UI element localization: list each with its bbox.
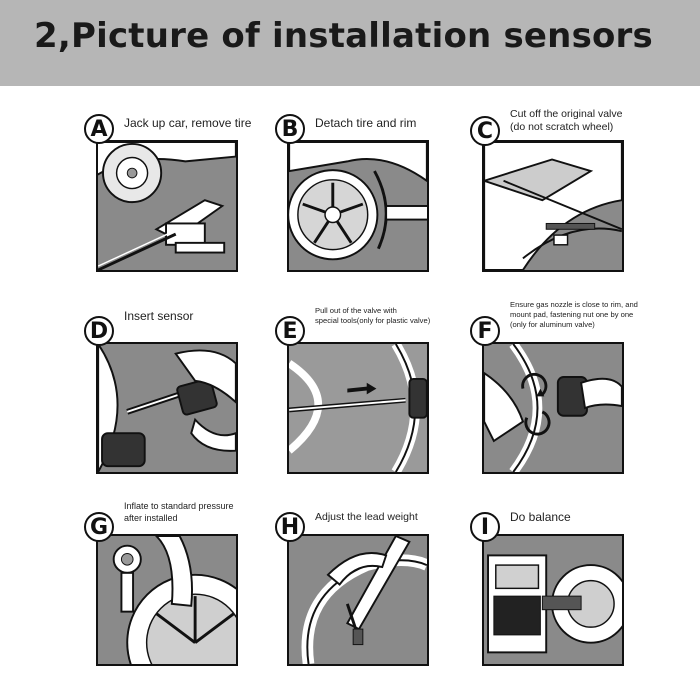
caption-line: Adjust the lead weight (315, 511, 418, 523)
caption-line: after installed (124, 513, 178, 523)
step-c: C Cut off the original valve (do not scr… (470, 108, 645, 274)
caption-line: Cut off the original valve (510, 108, 623, 120)
illustration-inflate (96, 534, 238, 666)
caption-line: Pull out of the valve with (315, 306, 397, 315)
caption-line: Insert sensor (124, 309, 194, 323)
illustration-jack-car (96, 140, 238, 272)
step-badge-h: H (275, 512, 305, 542)
step-badge-c: C (470, 116, 500, 146)
caption-line: Do balance (510, 510, 571, 524)
valve-cut-illustration (484, 142, 622, 270)
step-badge-g: G (84, 512, 114, 542)
illustration-balance (482, 534, 624, 666)
illustration-fasten-nut (482, 342, 624, 474)
step-badge-d: D (84, 316, 114, 346)
step-badge-i: I (470, 512, 500, 542)
caption-line: (only for aluminum valve) (510, 320, 595, 329)
caption-line: Jack up car, remove tire (124, 116, 252, 130)
sensor-insert-illustration (98, 344, 236, 472)
step-badge-b: B (275, 114, 305, 144)
rim-illustration (289, 142, 427, 261)
step-g: G Inflate to standard pressure after ins… (84, 500, 259, 668)
caption-line: mount pad, fastening nut one by one (510, 310, 634, 319)
step-e: E Pull out of the valve with special too… (275, 306, 450, 474)
illustration-insert-sensor (96, 342, 238, 474)
step-f: F Ensure gas nozzle is close to rim, and… (470, 300, 645, 474)
caption-line: special tools(only for plastic valve) (315, 316, 431, 325)
jack-illustration (98, 142, 236, 270)
lead-weight-illustration (301, 536, 427, 664)
step-caption-g: Inflate to standard pressure after insta… (124, 500, 234, 524)
caption-line: Inflate to standard pressure (124, 501, 234, 511)
step-caption-a: Jack up car, remove tire (124, 117, 251, 130)
step-caption-h: Adjust the lead weight (315, 511, 418, 524)
step-a: A Jack up car, remove tire (84, 114, 254, 274)
step-b: B Detach tire and rim (275, 114, 445, 274)
illustration-pull-valve (287, 342, 429, 474)
page-title: 2,Picture of installation sensors (34, 16, 653, 56)
step-caption-d: Insert sensor (124, 310, 193, 323)
step-badge-e: E (275, 316, 305, 346)
step-h: H Adjust the lead weight (275, 506, 450, 668)
step-badge-f: F (470, 316, 500, 346)
inflate-illustration (112, 536, 236, 664)
illustration-cut-valve (482, 140, 624, 272)
illustration-lead-weight (287, 534, 429, 666)
header-banner: 2,Picture of installation sensors (0, 0, 700, 86)
caption-line: (do not scratch wheel) (510, 121, 614, 133)
valve-pull-illustration (289, 344, 427, 472)
step-badge-a: A (84, 114, 114, 144)
step-d: D Insert sensor (84, 308, 254, 474)
step-caption-i: Do balance (510, 511, 571, 524)
step-caption-e: Pull out of the valve with special tools… (315, 306, 430, 326)
step-caption-f: Ensure gas nozzle is close to rim, and m… (510, 300, 638, 330)
caption-line: Ensure gas nozzle is close to rim, and (510, 300, 638, 309)
step-caption-c: Cut off the original valve (do not scrat… (510, 108, 622, 134)
step-i: I Do balance (470, 506, 645, 668)
caption-line: Detach tire and rim (315, 116, 417, 130)
nut-fasten-illustration (484, 344, 622, 472)
step-caption-b: Detach tire and rim (315, 117, 416, 130)
illustration-detach-tire (287, 140, 429, 272)
balance-illustration (487, 554, 622, 654)
